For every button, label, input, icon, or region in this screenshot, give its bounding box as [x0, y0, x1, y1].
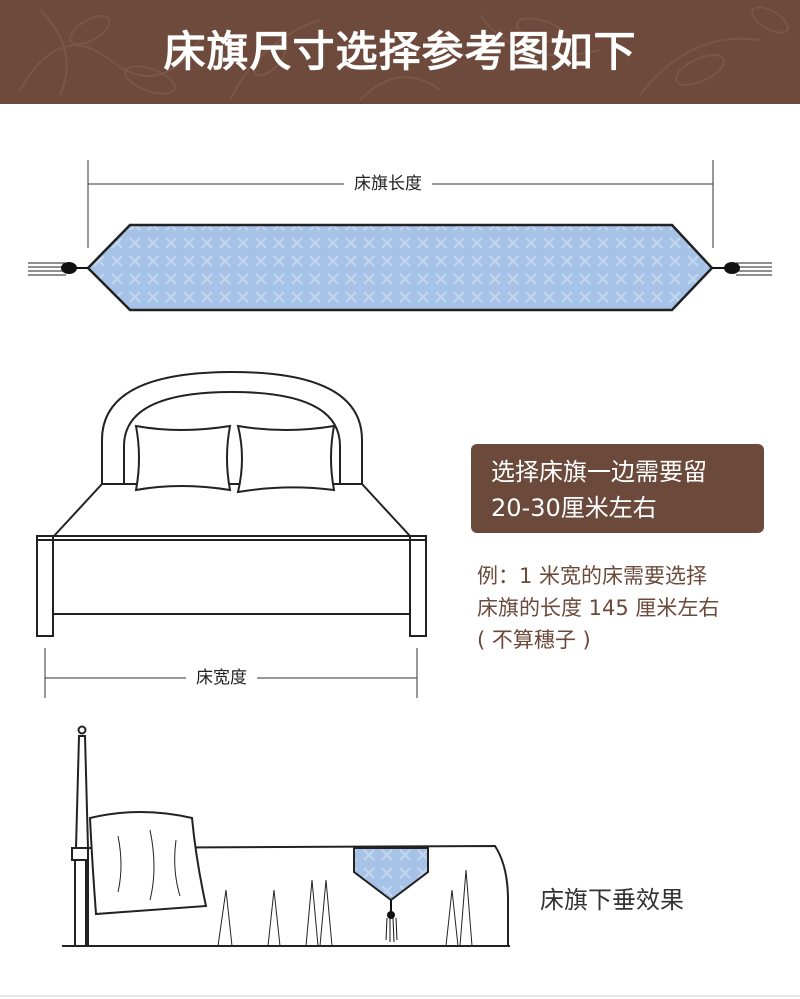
bed-front-view	[36, 370, 427, 637]
floral-pattern	[19, 6, 789, 101]
left-tassel-icon	[28, 262, 88, 276]
hanging-runner	[353, 847, 429, 943]
bed-width-label: 床宽度	[186, 668, 257, 688]
header-banner: 床旗尺寸选择参考图如下	[0, 0, 800, 104]
right-tassel-icon	[712, 262, 772, 276]
margin-note-box: 选择床旗一边需要留 20-30厘米左右	[471, 444, 764, 533]
example-line-1: 例：1 米宽的床需要选择	[477, 564, 708, 588]
note-line-2: 20-30厘米左右	[491, 494, 657, 522]
table-runner	[86, 223, 714, 312]
example-line-3: ( 不算穗子 )	[477, 628, 591, 652]
header-divider	[0, 104, 800, 110]
page-title: 床旗尺寸选择参考图如下	[163, 27, 637, 76]
example-line-2: 床旗的长度 145 厘米左右	[477, 596, 720, 620]
drape-effect-caption: 床旗下垂效果	[540, 886, 684, 914]
example-text: 例：1 米宽的床需要选择 床旗的长度 145 厘米左右 ( 不算穗子 )	[477, 560, 777, 656]
runner-length-label: 床旗长度	[344, 174, 432, 194]
note-line-1: 选择床旗一边需要留	[491, 458, 707, 486]
bed-side-view	[62, 725, 510, 947]
